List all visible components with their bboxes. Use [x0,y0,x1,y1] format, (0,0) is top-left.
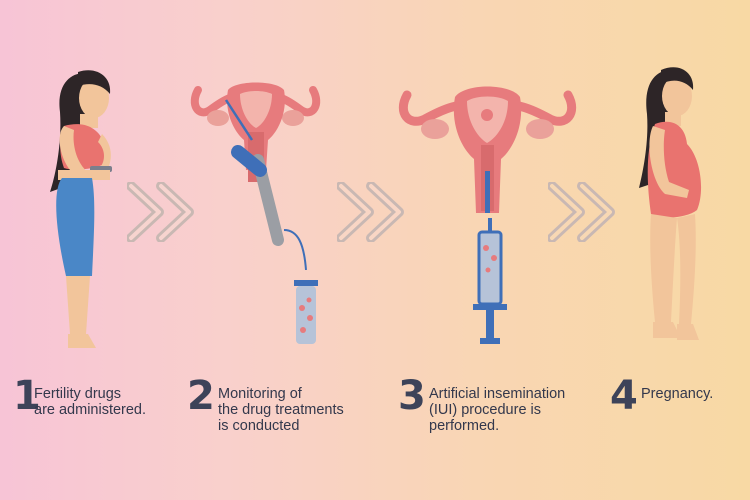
pregnant-woman-icon [639,67,702,340]
uterus-ultrasound-probe-icon [190,82,321,270]
step-text-line: Pregnancy. [641,386,714,402]
step-text-line: the drug treatments [218,402,344,418]
step-description: Pregnancy. [641,386,713,402]
chevron-double-right-icon [548,182,615,242]
step-description: Artificial insemination (IUI) procedure … [429,386,565,434]
step-text-line: are administered. [34,402,147,418]
woman-taking-pills-icon [50,70,112,348]
step-description: Monitoring of the drug treatments is con… [218,386,344,434]
uterus-icon [398,86,577,213]
step-text-line: Monitoring of [218,386,302,402]
syringe-icon [473,218,507,344]
step-description: Fertility drugs are administered. [34,386,146,418]
step-text-line: Fertility drugs [34,386,122,402]
step-text-line: is conducted [218,418,300,434]
chevron-double-right-icon [127,182,194,242]
step-text-line: performed. [429,418,500,434]
test-tube-icon [294,280,318,344]
step-number: 1 [13,373,41,419]
step-number: 4 [610,373,638,419]
step-number: 2 [187,373,215,419]
step-number: 3 [398,373,426,419]
step-text-line: (IUI) procedure is [429,402,542,418]
chevron-double-right-icon [337,182,404,242]
step-text-line: Artificial insemination [429,386,566,402]
